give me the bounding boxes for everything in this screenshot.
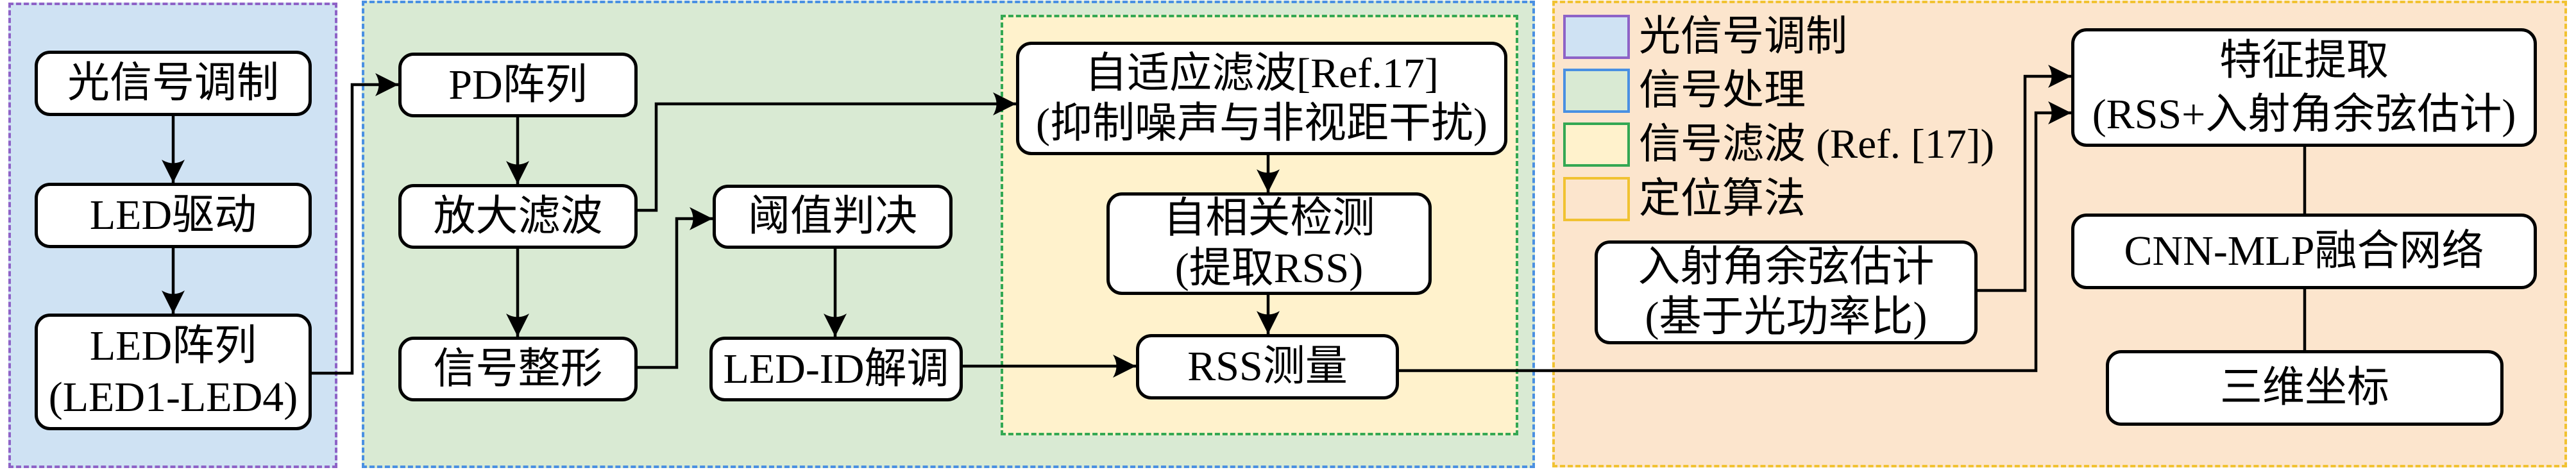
legend-label: 光信号调制 bbox=[1639, 13, 1848, 60]
node-label: RSS测量 bbox=[1187, 343, 1348, 390]
node-cnn-mlp-network: CNN-MLP融合网络 bbox=[2071, 214, 2537, 289]
node-label: 入射角余弦估计 bbox=[1638, 244, 1935, 290]
node-autocorrelation-detection: 自相关检测 (提取RSS) bbox=[1106, 192, 1432, 295]
node-sublabel: (RSS+入射角余弦估计) bbox=[2092, 90, 2516, 138]
legend-label: 定位算法 bbox=[1639, 176, 1806, 222]
node-sublabel: (提取RSS) bbox=[1174, 245, 1364, 292]
node-led-array: LED阵列 (LED1-LED4) bbox=[35, 314, 312, 430]
node-label: 自相关检测 bbox=[1163, 195, 1375, 242]
node-label: 三维坐标 bbox=[2220, 364, 2389, 411]
node-signal-shaping: 信号整形 bbox=[398, 337, 638, 401]
node-label: LED驱动 bbox=[89, 192, 257, 239]
node-sublabel: (抑制噪声与非视距干扰) bbox=[1036, 99, 1487, 147]
node-optical-signal-modulation: 光信号调制 bbox=[35, 51, 312, 116]
legend-swatch bbox=[1563, 177, 1630, 221]
node-3d-coordinates: 三维坐标 bbox=[2106, 350, 2504, 426]
legend-item-signal-processing: 信号处理 bbox=[1563, 69, 1806, 113]
node-led-driver: LED驱动 bbox=[35, 183, 312, 248]
node-label: LED-ID解调 bbox=[723, 345, 949, 392]
node-sublabel: (LED1-LED4) bbox=[48, 374, 298, 421]
node-rss-measurement: RSS测量 bbox=[1136, 334, 1399, 399]
node-label: LED阵列 bbox=[89, 323, 257, 369]
node-label: 特征提取 bbox=[2219, 37, 2389, 84]
legend-swatch bbox=[1563, 69, 1630, 113]
legend-item-signal-filtering: 信号滤波 (Ref. [17]) bbox=[1563, 122, 1994, 167]
node-aoa-cosine-estimation: 入射角余弦估计 (基于光功率比) bbox=[1595, 240, 1978, 344]
legend-label: 信号滤波 (Ref. [17]) bbox=[1639, 121, 1995, 167]
node-label: 阈值判决 bbox=[748, 193, 917, 240]
node-label: PD阵列 bbox=[448, 61, 588, 108]
node-pd-array: PD阵列 bbox=[398, 53, 638, 117]
node-label: 放大滤波 bbox=[433, 192, 603, 240]
legend-swatch bbox=[1563, 122, 1630, 167]
node-threshold-decision: 阈值判决 bbox=[713, 185, 953, 249]
node-amplify-filter: 放大滤波 bbox=[398, 184, 638, 249]
node-label: 自适应滤波[Ref.17] bbox=[1085, 49, 1439, 97]
node-label: CNN-MLP融合网络 bbox=[2124, 228, 2484, 274]
node-label: 光信号调制 bbox=[67, 60, 279, 106]
node-adaptive-filter: 自适应滤波[Ref.17] (抑制噪声与非视距干扰) bbox=[1016, 42, 1507, 155]
legend-swatch bbox=[1563, 15, 1630, 59]
node-label: 信号整形 bbox=[433, 345, 603, 392]
legend-label: 信号处理 bbox=[1639, 67, 1806, 113]
node-sublabel: (基于光功率比) bbox=[1645, 294, 1928, 340]
legend-item-optical-modulation: 光信号调制 bbox=[1563, 15, 1847, 59]
node-feature-extraction: 特征提取 (RSS+入射角余弦估计) bbox=[2071, 28, 2537, 147]
legend-item-positioning-algorithm: 定位算法 bbox=[1563, 177, 1806, 221]
node-led-id-demodulation: LED-ID解调 bbox=[709, 337, 963, 401]
